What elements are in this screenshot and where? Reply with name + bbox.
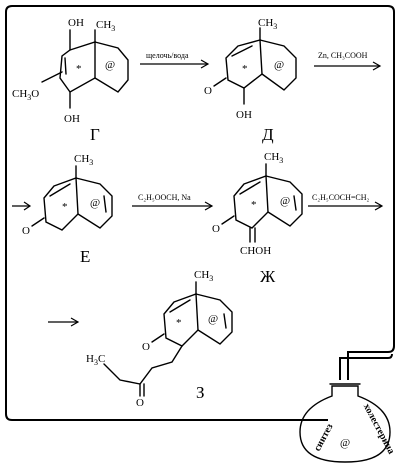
arrow-reaction-4: C₂H₅COCH=CH₂ xyxy=(308,193,384,211)
arrow-reaction-2: Zn, CH₃COOH xyxy=(314,51,382,71)
compound-g-oh-top: OH xyxy=(68,17,84,29)
compound-g-ch3o: CH3O xyxy=(12,88,39,102)
compound-zh-at: @ xyxy=(280,195,290,207)
compound-g-star: * xyxy=(76,63,82,75)
compound-d: CH3 O OH * @ Д xyxy=(204,17,297,144)
compound-zh-bonds xyxy=(221,163,303,243)
compound-d-oh: OH xyxy=(236,109,252,121)
compound-e-at: @ xyxy=(90,197,100,209)
compound-d-ch3: CH3 xyxy=(258,17,277,31)
compound-z-at: @ xyxy=(208,313,218,325)
compound-zh-ch3: CH3 xyxy=(264,151,283,165)
reagent-3: C₂H₅OOCH, Na xyxy=(138,193,191,202)
compound-g: OH CH3 CH3O OH * @ Г xyxy=(12,17,129,144)
compound-g-ch3: CH3 xyxy=(96,19,115,33)
compound-e-ch3: CH3 xyxy=(74,153,93,167)
reagent-4: C₂H₅COCH=CH₂ xyxy=(312,193,370,202)
arrow-lead-in-row-2 xyxy=(12,201,32,211)
compound-zh-choh: CHOH xyxy=(240,245,271,257)
compound-z-h3c: H3C xyxy=(86,353,105,367)
flask-label-cholesterol: холестерина xyxy=(361,402,397,456)
outer-frame-inner xyxy=(339,353,393,380)
flask-outline xyxy=(299,385,391,463)
reagent-1: щелочь/вода xyxy=(146,51,189,60)
compound-e: CH3 O * @ Е xyxy=(22,153,113,266)
compound-z-ch3: CH3 xyxy=(194,269,213,283)
compound-z-bonds xyxy=(103,281,233,397)
flask-label-sintez: синтез xyxy=(312,422,335,453)
compound-zh-o: O xyxy=(212,223,220,235)
compound-zh-star: * xyxy=(251,199,257,211)
compound-g-letter: Г xyxy=(90,125,100,144)
compound-e-o: O xyxy=(22,225,30,237)
compound-zh: CH3 O CHOH * @ Ж xyxy=(212,151,303,286)
compound-g-oh-bottom: OH xyxy=(64,113,80,125)
flask: синтез холестерина @ xyxy=(299,383,397,463)
compound-d-star: * xyxy=(242,63,248,75)
compound-e-star: * xyxy=(62,201,68,213)
compound-d-o: O xyxy=(204,85,212,97)
arrow-lead-in-row-3 xyxy=(48,317,80,327)
compound-z: CH3 O H3C O * @ З xyxy=(86,269,233,409)
compound-g-at: @ xyxy=(105,59,115,71)
compound-d-at: @ xyxy=(274,59,284,71)
flask-at: @ xyxy=(340,437,350,449)
compound-g-bonds xyxy=(41,29,129,109)
outer-frame xyxy=(5,5,395,421)
compound-e-bonds xyxy=(31,165,113,231)
compound-z-o-ring: O xyxy=(142,341,150,353)
compound-e-letter: Е xyxy=(80,247,90,266)
compound-d-bonds xyxy=(213,27,297,105)
compound-z-star: * xyxy=(176,317,182,329)
compound-zh-letter: Ж xyxy=(260,267,276,286)
compound-z-letter: З xyxy=(196,383,205,402)
compound-d-letter: Д xyxy=(262,125,274,144)
reagent-2: Zn, CH₃COOH xyxy=(318,51,368,60)
arrow-reaction-3: C₂H₅OOCH, Na xyxy=(132,193,214,211)
arrow-reaction-1: щелочь/вода xyxy=(140,51,210,69)
compound-z-o-chain: O xyxy=(136,397,144,409)
